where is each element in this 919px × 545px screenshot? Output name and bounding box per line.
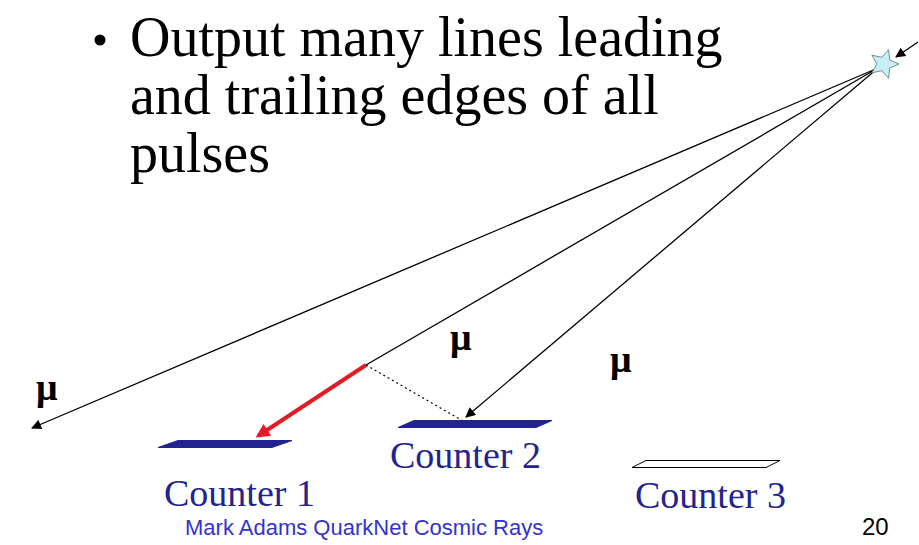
counter-plate: Counter 2 [398,420,552,428]
particle-symbol: μ [450,318,472,356]
plate-shape [632,460,780,468]
plate-shape [158,440,292,448]
dotted-guide [366,365,463,421]
plate-outline [632,461,780,468]
shower-burst [872,50,899,79]
counter-plate: Counter 1 [158,440,292,448]
plate-outline [158,441,292,448]
plate-outline [398,421,552,428]
muon-track-highlight [258,365,366,436]
particle-symbol: μ [610,340,632,378]
incoming-ray [896,42,918,57]
counter-label: Counter 2 [390,436,541,474]
counter-plate: Counter 3 [632,460,780,468]
footer-text: Mark Adams QuarkNet Cosmic Rays [185,516,543,540]
counter-label: Counter 3 [635,476,786,514]
bullet-text: Output many lines leading and trailing e… [130,8,750,182]
plate-shape [398,420,552,428]
particle-symbol: μ [36,368,58,406]
bullet-dot [95,35,106,46]
slide-number: 20 [862,514,889,540]
counter-label: Counter 1 [164,474,315,512]
